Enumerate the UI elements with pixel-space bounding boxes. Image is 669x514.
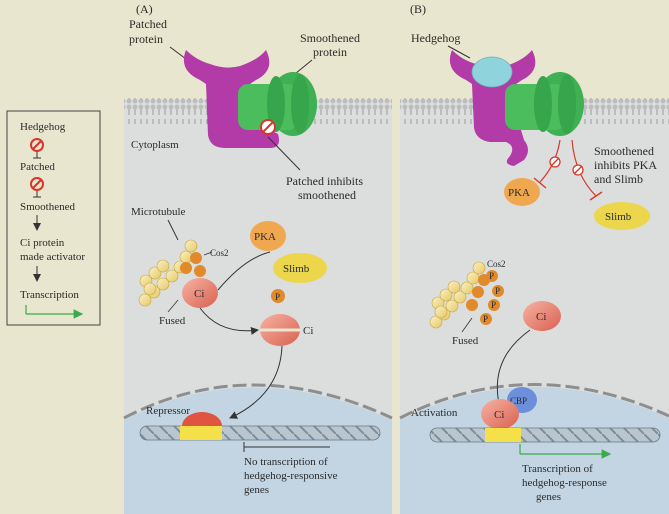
pka-label-a: PKA (254, 231, 276, 243)
panel-b-letter: (B) (410, 2, 426, 16)
panel-a-letter: (A) (136, 2, 153, 16)
smoothened-protein-label: Smoothened protein (300, 31, 363, 59)
phosphate-label-b2: P (495, 286, 500, 296)
patched-inhibits-label: Patched inhibits smoothened (286, 174, 366, 202)
phosphate-label-a: P (275, 292, 280, 302)
pathway-step-patched: Patched (20, 161, 55, 173)
phosphate-label-b1: P (489, 271, 494, 281)
dna-b (429, 427, 661, 443)
repressor-arrow (229, 345, 283, 419)
hedgehog-ligand (471, 56, 513, 88)
pathway-step-hedgehog: Hedgehog (20, 121, 66, 133)
slimb-a (273, 253, 327, 283)
pka-b (504, 178, 540, 206)
fused-label-a: Fused (159, 315, 186, 327)
repressor-protein (182, 412, 222, 426)
pathway-step-smoothened: Smoothened (20, 201, 75, 213)
patched-protein-label: Patched protein (129, 17, 170, 46)
patched-protein-b (449, 50, 536, 166)
ci-label-b: Ci (536, 311, 546, 323)
pka-a (250, 221, 286, 251)
dna-a (139, 425, 381, 441)
no-transcription-label: No transcription of hedgehog-responsive … (244, 456, 340, 496)
inhibit-icon-2 (30, 177, 44, 198)
phosphate-a (271, 289, 285, 303)
slimb-label-a: Slimb (283, 263, 310, 275)
repressor-label: Repressor (146, 405, 190, 417)
hedgehog-label: Hedgehog (411, 31, 460, 45)
processing-arc (217, 251, 271, 291)
ci-cleaved-label: Ci (303, 325, 313, 337)
phosphate-label-b3: P (491, 300, 496, 310)
cytoplasm-label: Cytoplasm (131, 139, 179, 151)
pathway-summary: Hedgehog Patched Smoothened Ci protein m… (6, 110, 101, 326)
ci-protein-b (523, 301, 561, 331)
ci-import-arrow (494, 329, 531, 409)
panel-a-nuclear-envelope (123, 383, 393, 420)
cbp-label: CBP (510, 396, 527, 406)
cleavage-arrow (199, 307, 259, 335)
patched-inhibits-icon (260, 119, 276, 135)
slimb-label-b: Slimb (605, 211, 632, 223)
microtubule-label: Microtubule (131, 206, 185, 218)
panel-a: (A) Patched protein Smoothened protein C… (123, 2, 393, 514)
cos2-label-b: Cos2 (487, 259, 506, 269)
smoothened-protein-b (505, 72, 584, 136)
ci-cleaved (260, 314, 300, 346)
ci-label-a: Ci (194, 288, 204, 300)
phosphate-label-b4: P (483, 314, 488, 324)
fused-label-b: Fused (452, 335, 479, 347)
ci-protein-a (182, 278, 218, 308)
pathway-step-transcription: Transcription (20, 289, 79, 301)
panel-b-nuclear-envelope (399, 383, 669, 420)
pathway-box (6, 110, 101, 326)
ci-activator (481, 399, 519, 429)
transcription-label-b: Transcription of hedgehog-response genes (522, 463, 610, 503)
slimb-b (594, 202, 650, 230)
cos2-complex (180, 252, 206, 277)
cos2-complex-b (466, 274, 490, 311)
activation-label: Activation (411, 407, 458, 419)
inhibits-leader-line (267, 136, 301, 171)
inhibit-icon-1 (30, 138, 44, 159)
pathway-step-ci: Ci protein made activator (20, 237, 85, 263)
cos2-label-a: Cos2 (210, 248, 229, 258)
ci-activator-label: Ci (494, 409, 504, 421)
panel-b: (B) Hedgehog Smoothened inhibits PKA and… (399, 2, 669, 514)
smoothened-protein (238, 72, 317, 136)
smoothened-inhibition-marks (533, 139, 603, 201)
panel-b-nucleus (400, 386, 669, 514)
microtubule-leader-line (167, 219, 179, 241)
phosphates-b (480, 270, 504, 325)
pka-label-b: PKA (508, 187, 530, 199)
smoothened-inhibits-label: Smoothened inhibits PKA and Slimb (594, 144, 659, 186)
microtubule-beads-b (429, 261, 486, 329)
